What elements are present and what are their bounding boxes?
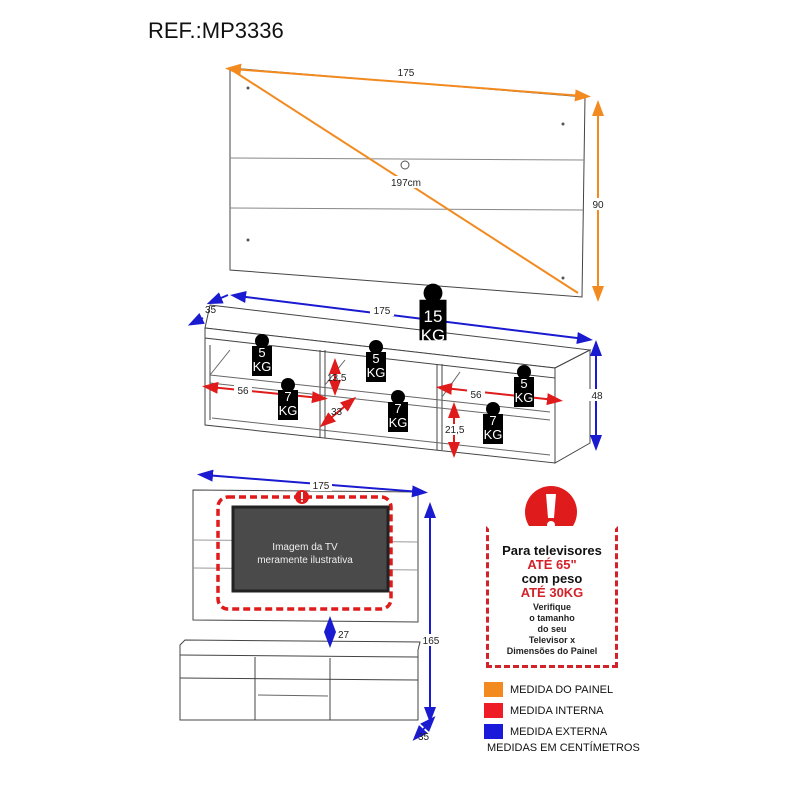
legend-item-internal: MEDIDA INTERNA: [484, 703, 604, 718]
warning-note: o tamanho: [529, 613, 575, 623]
warning-note: Televisor x: [528, 635, 576, 645]
weight-unit: KG: [253, 359, 272, 374]
legend-swatch-red: [484, 703, 503, 718]
rack-depth-label: 35: [205, 305, 217, 316]
weight-value: 5: [520, 376, 527, 391]
warning-line: Para televisores: [502, 543, 602, 558]
weight-value: 7: [284, 389, 291, 404]
niche-width-right-label: 56: [470, 390, 482, 401]
warning-size: ATÉ 65": [527, 557, 577, 572]
legend-label: MEDIDA INTERNA: [510, 704, 604, 717]
panel-width-label: 175: [398, 68, 415, 79]
units-note: MEDIDAS EM CENTÍMETROS: [487, 742, 640, 754]
weight-unit: KG: [515, 390, 534, 405]
niche-width-left-label: 56: [237, 386, 249, 397]
weight-value: 15: [424, 307, 443, 326]
rack-width-label: 175: [374, 306, 391, 317]
warning-icon: [525, 486, 577, 538]
tv-caption: Imagem da TV: [272, 542, 338, 553]
gap-label: 27: [338, 630, 350, 641]
niche-height-top-label: 13,5: [327, 373, 347, 384]
warning-weight: ATÉ 30KG: [520, 585, 584, 600]
warning-note: Verifique: [532, 602, 571, 612]
niche-depth-label: 33: [331, 407, 343, 418]
legend-label: MEDIDA EXTERNA: [510, 725, 608, 738]
reference-code: REF.:MP3336: [148, 18, 284, 43]
warning-line: com peso: [521, 571, 583, 586]
tv-caption: meramente ilustrativa: [257, 555, 353, 566]
weight-unit: KG: [279, 403, 298, 418]
legend-item-external: MEDIDA EXTERNA: [484, 724, 607, 739]
legend-swatch-orange: [484, 682, 503, 697]
warning-note: do seu: [537, 624, 567, 634]
panel-height-label: 90: [592, 200, 604, 211]
weight-value: 7: [394, 401, 401, 416]
weight-unit: KG: [389, 415, 408, 430]
niche-height-low-label: 21,5: [445, 425, 465, 436]
weight-unit: KG: [367, 365, 386, 380]
assembly-depth-label: 35: [418, 732, 430, 743]
legend-swatch-blue: [484, 724, 503, 739]
rack-height-label: 48: [591, 391, 603, 402]
weight-value: 5: [372, 351, 379, 366]
weight-value: 7: [489, 413, 496, 428]
wall-panel: 175 90 197cm: [225, 63, 608, 302]
assembly-height-label: 165: [423, 636, 440, 647]
panel-diagonal-label: 197cm: [391, 178, 421, 189]
legend-item-panel: MEDIDA DO PAINEL: [484, 682, 613, 697]
tv-rack: 35 175 48 56 56 13,5 33 21,5 15 KG 5 KG …: [187, 283, 606, 464]
weight-unit: KG: [421, 326, 446, 345]
legend-label: MEDIDA DO PAINEL: [510, 683, 614, 696]
warning-note: Dimensões do Painel: [506, 646, 598, 656]
weight-value: 5: [258, 345, 265, 360]
tv-warning-box: Para televisores ATÉ 65" com peso ATÉ 30…: [486, 526, 618, 668]
weight-unit: KG: [484, 427, 503, 442]
assembled-view: Imagem da TV meramente ilustrativa 175 1…: [179, 469, 440, 743]
assembly-width-label: 175: [313, 481, 330, 492]
